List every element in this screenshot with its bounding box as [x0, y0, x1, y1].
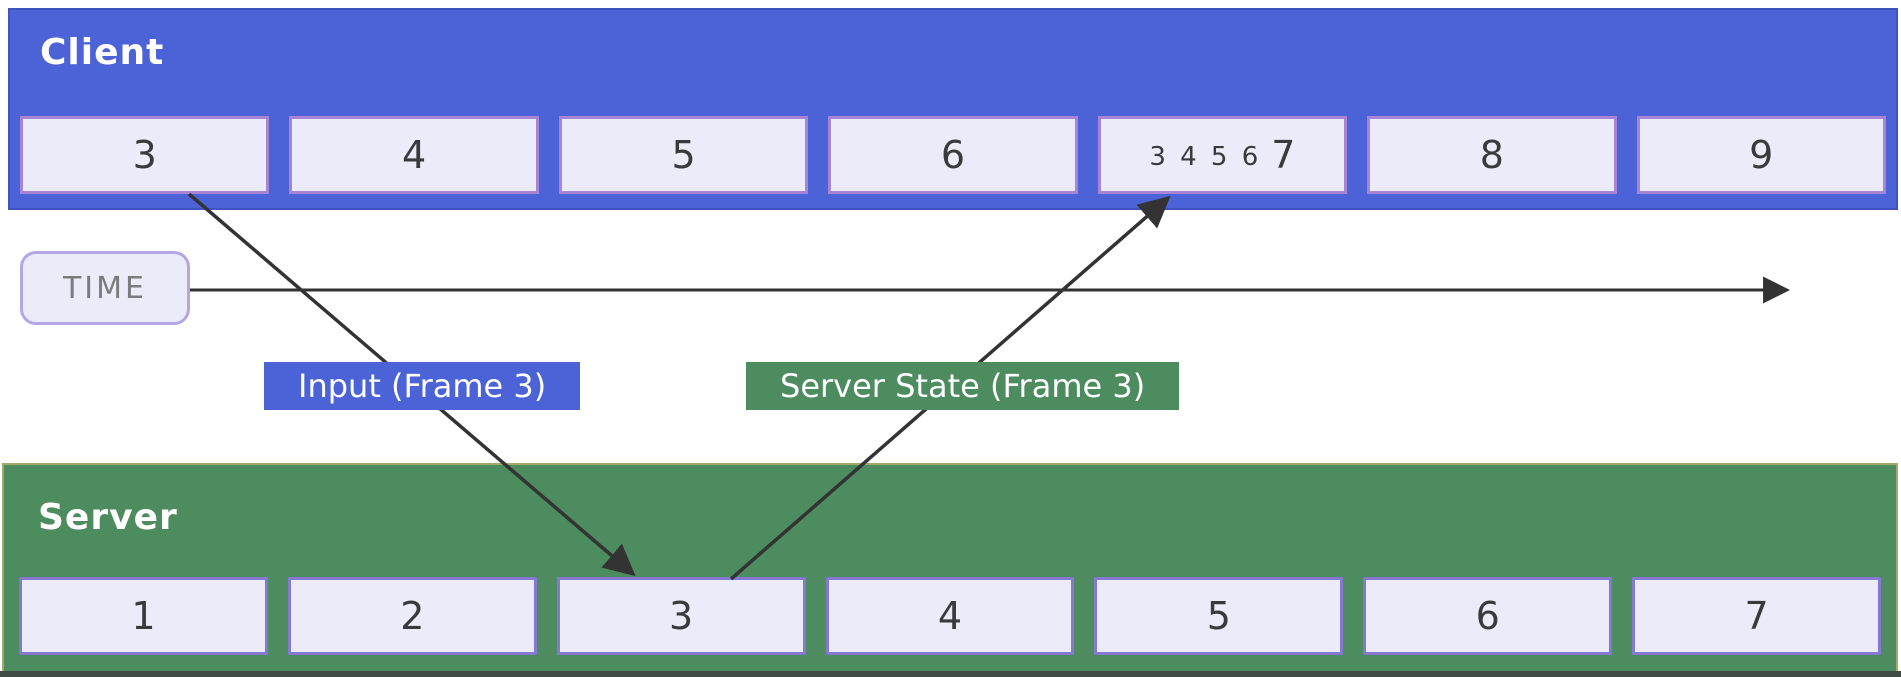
server-frame-1: 1: [19, 577, 268, 655]
client-frame-7-rollback: 3 4 5 6 7: [1097, 116, 1348, 194]
frame-number: 8: [1479, 133, 1504, 177]
frame-number: 5: [671, 133, 696, 177]
client-frame-8: 8: [1367, 116, 1617, 194]
server-frame-2: 2: [287, 577, 537, 655]
server-frame-4: 4: [825, 577, 1075, 655]
server-frame-row: 1 2 3 4 5 6 7: [19, 577, 1882, 655]
server-frame-5: 5: [1094, 577, 1344, 655]
server-band-title: Server: [38, 497, 178, 538]
client-frame-5: 5: [558, 116, 809, 194]
client-frame-4: 4: [289, 116, 539, 194]
client-frame-row: 3 4 5 6 3 4 5 6 7 8 9: [20, 116, 1886, 194]
server-frame-3: 3: [556, 577, 806, 655]
client-band: Client 3 4 5 6 3 4 5 6 7 8 9: [8, 8, 1898, 210]
client-band-title: Client: [40, 32, 165, 73]
frame-number: 3: [132, 133, 157, 177]
server-band: Server 1 2 3 4 5 6 7: [2, 463, 1898, 677]
frame-number: 4: [402, 133, 427, 177]
client-frame-6: 6: [828, 116, 1078, 194]
frame-number: 7: [1744, 594, 1769, 638]
frame-number: 6: [940, 133, 966, 177]
server-state-frame-label: Server State (Frame 3): [746, 362, 1180, 410]
time-label: TIME: [62, 270, 147, 306]
server-frame-7: 7: [1632, 577, 1882, 655]
server-frame-6: 6: [1363, 577, 1613, 655]
window-bottom-edge: [0, 671, 1901, 677]
rollback-replayed-frames: 3 4 5 6: [1149, 142, 1262, 172]
frame-number: 5: [1206, 594, 1231, 638]
frame-number: 1: [131, 594, 156, 638]
frame-number: 9: [1749, 133, 1774, 177]
frame-number: 4: [937, 594, 963, 638]
client-frame-3: 3: [20, 116, 270, 194]
frame-number: 2: [400, 594, 425, 638]
time-box: TIME: [20, 251, 190, 325]
frame-number: 7: [1271, 133, 1296, 177]
frame-number: 3: [669, 594, 694, 638]
input-frame-label: Input (Frame 3): [264, 362, 581, 410]
client-frame-9: 9: [1636, 116, 1886, 194]
frame-number: 6: [1475, 594, 1500, 638]
